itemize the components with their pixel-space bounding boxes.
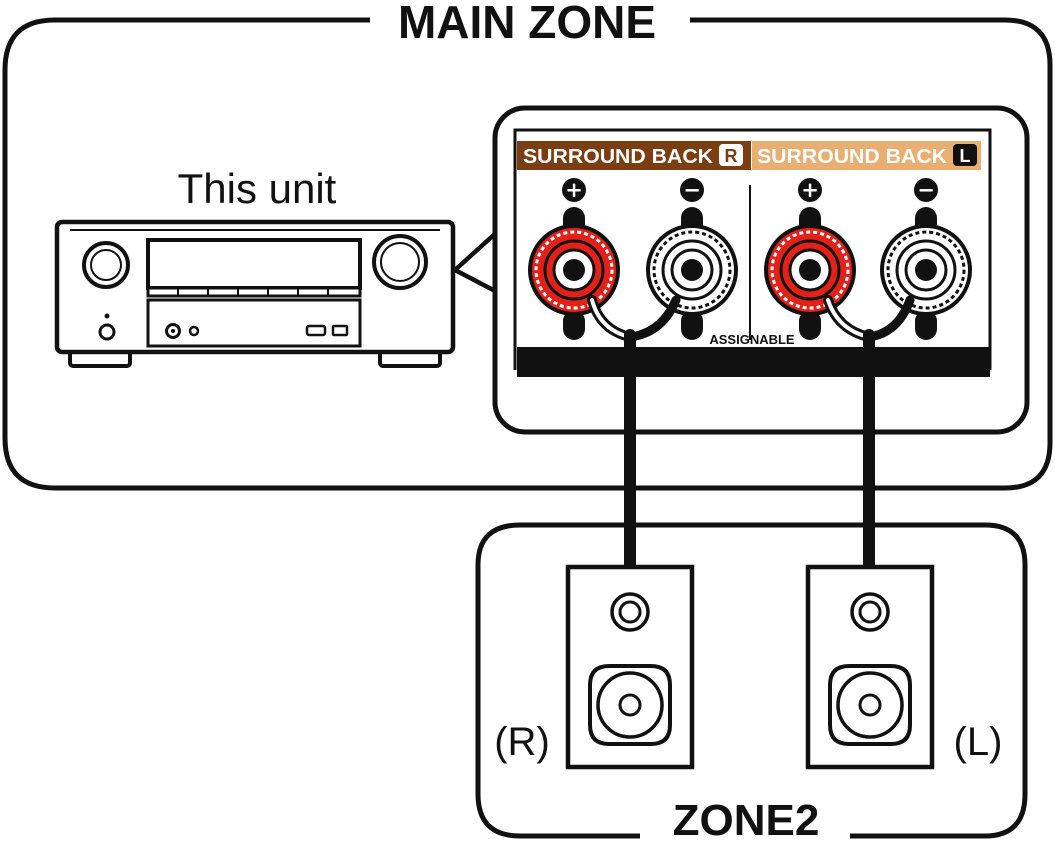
svg-text:+: + bbox=[565, 178, 583, 202]
svg-text:−: − bbox=[683, 178, 701, 202]
power-button-icon bbox=[98, 323, 116, 341]
hdmi-port-icon bbox=[305, 324, 327, 337]
usb-port-icon bbox=[331, 324, 349, 337]
surround-back-r-positive-terminal[interactable] bbox=[528, 224, 620, 316]
main-zone-frame bbox=[2, 17, 1053, 491]
surround-back-r-negative-terminal[interactable] bbox=[646, 224, 738, 316]
speaker-cable-left bbox=[823, 295, 915, 574]
main-zone-title: MAIN ZONE bbox=[398, 0, 656, 48]
this-unit-label: This unit bbox=[178, 165, 337, 212]
r-badge bbox=[719, 144, 743, 166]
speaker-right-label: (R) bbox=[494, 720, 550, 764]
mic-jack-icon bbox=[188, 325, 200, 337]
l-badge-text: L bbox=[960, 146, 971, 166]
r-badge-text: R bbox=[725, 146, 738, 166]
zone2-frame bbox=[475, 522, 1028, 839]
plus-symbol-icon: + bbox=[798, 178, 822, 202]
l-badge bbox=[953, 144, 977, 166]
surround-back-l-positive-terminal[interactable] bbox=[764, 224, 856, 316]
plus-symbol-icon: + bbox=[562, 178, 586, 202]
assignable-label: ASSIGNABLE bbox=[709, 332, 795, 347]
callout-pointer bbox=[452, 230, 499, 294]
zone2-title: ZONE2 bbox=[673, 796, 820, 845]
minus-symbol-icon: − bbox=[914, 178, 938, 202]
speaker-cable-right bbox=[587, 295, 681, 574]
minus-symbol-icon: − bbox=[680, 178, 704, 202]
av-receiver-unit bbox=[54, 219, 456, 368]
speaker-right-icon bbox=[565, 564, 695, 770]
surround-back-l-header bbox=[752, 141, 981, 170]
surround-back-l-negative-terminal[interactable] bbox=[880, 224, 972, 316]
speaker-left-icon bbox=[805, 564, 935, 770]
surround-back-r-label: SURROUND BACK bbox=[523, 146, 714, 168]
svg-text:−: − bbox=[917, 178, 935, 202]
svg-text:+: + bbox=[801, 178, 819, 202]
surround-back-l-label: SURROUND BACK bbox=[757, 146, 948, 168]
terminal-base-bar bbox=[517, 347, 990, 377]
speaker-left-label: (L) bbox=[954, 720, 1003, 764]
surround-back-r-header bbox=[517, 141, 751, 170]
